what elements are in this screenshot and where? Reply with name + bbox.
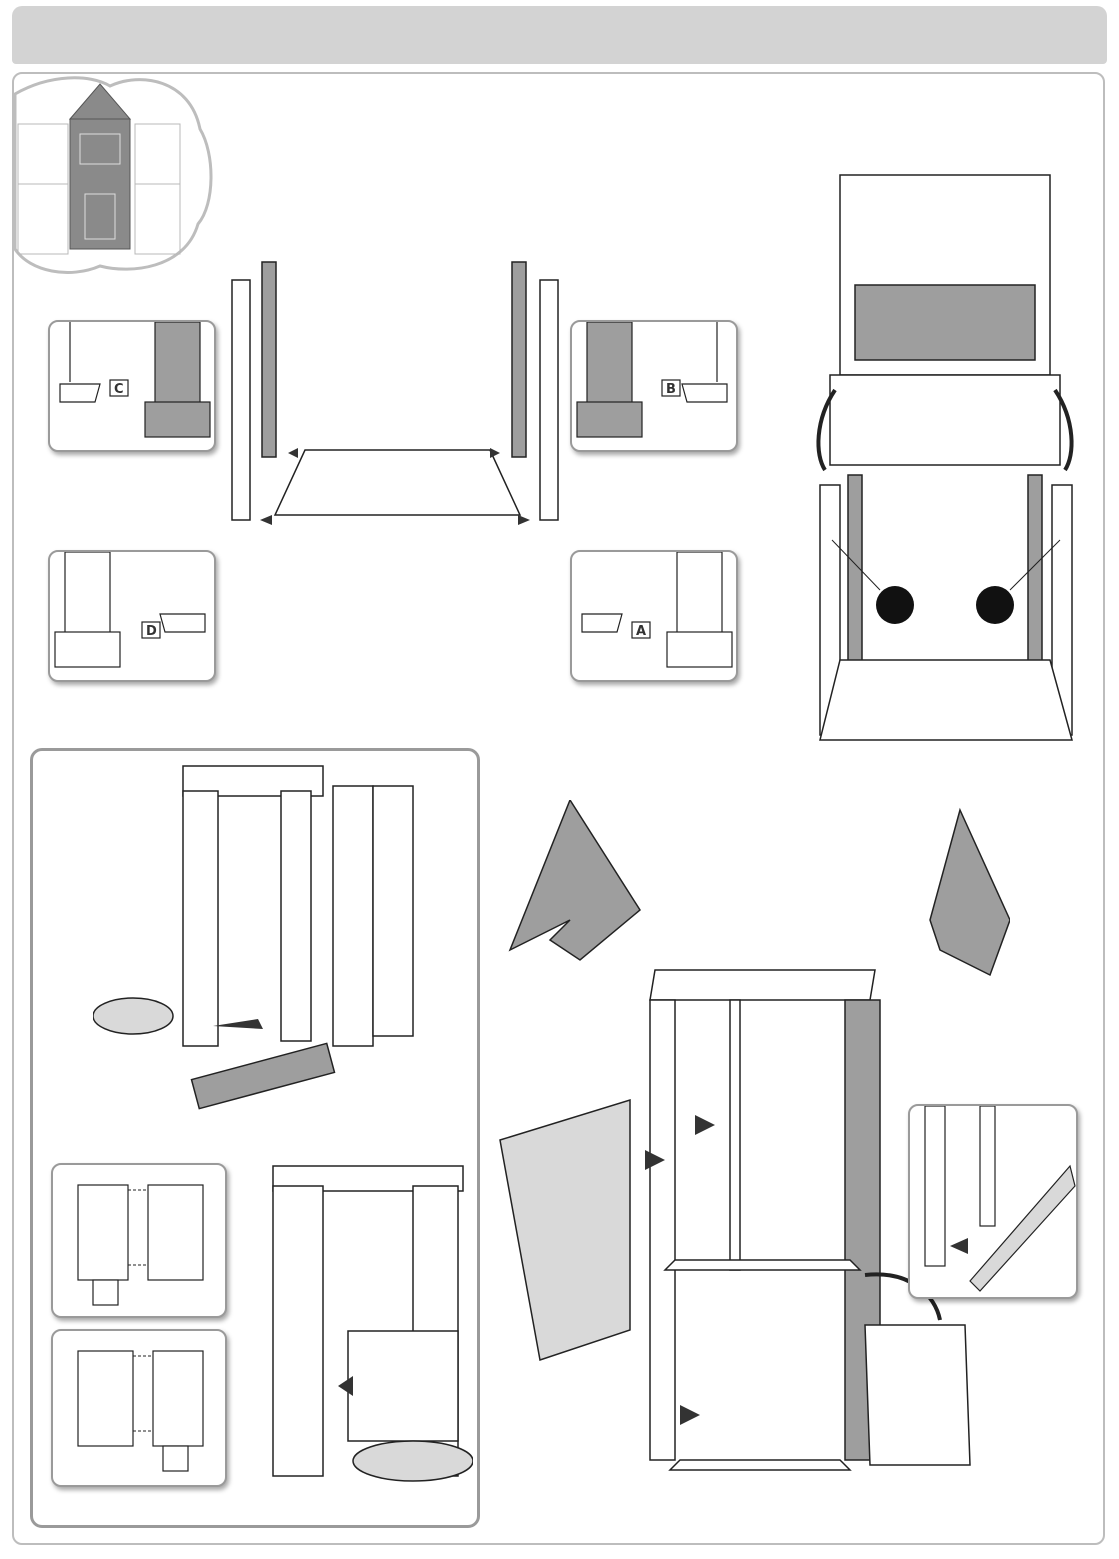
- overview-thumbnail: [10, 74, 215, 279]
- door-hinge-detail: [908, 1104, 1078, 1299]
- label-b-marker: B: [666, 382, 676, 397]
- car-alignment-detail-bottom: [51, 1329, 227, 1487]
- elevator-shaft-diagram: [93, 761, 483, 1111]
- step-marker-right: [976, 586, 1014, 624]
- detail-callout-b: B: [570, 320, 738, 452]
- header-bar: [12, 6, 1107, 64]
- step-marker-left: [876, 586, 914, 624]
- elevator-car-install-diagram: [263, 1161, 473, 1491]
- detail-callout-d: D: [48, 550, 216, 682]
- label-d-marker: D: [146, 624, 157, 639]
- detail-callout-a: A: [570, 550, 738, 682]
- detail-callout-c: C: [48, 320, 216, 452]
- step-base-posts-diagram: [200, 250, 590, 540]
- elevator-assembly-panel: [30, 748, 480, 1528]
- label-a-marker: A: [636, 624, 646, 639]
- label-c-marker: C: [114, 382, 124, 397]
- step-upper-floor-diagram: [810, 170, 1080, 750]
- car-alignment-detail-top: [51, 1163, 227, 1318]
